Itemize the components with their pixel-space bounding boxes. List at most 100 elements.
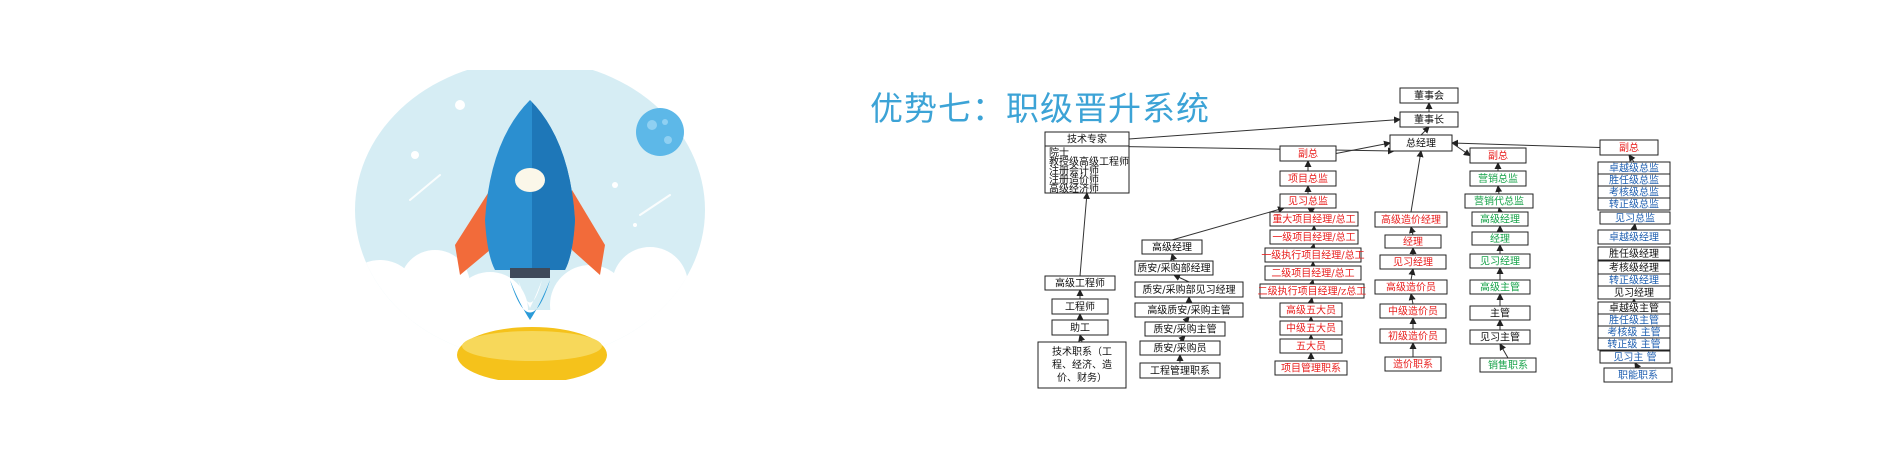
org-node-f-mgr5: 见习经理 (1597, 285, 1671, 300)
node-label: 中级五大员 (1286, 322, 1336, 335)
node-box (1469, 279, 1531, 295)
org-node-proj-dir: 项目总监 (1279, 170, 1337, 187)
node-box (1264, 247, 1362, 263)
connector-arrow (1409, 226, 1416, 236)
node-label: 高级经理 (1152, 241, 1192, 254)
org-node-sales-dir: 营销总监 (1469, 170, 1527, 187)
org-node-cost-intern-mgr: 见习经理 (1379, 254, 1447, 270)
connector-arrow (1408, 293, 1416, 305)
node-label: 技术专家 (1067, 133, 1107, 146)
org-node-pm-track: 项目管理职系 (1274, 360, 1348, 376)
connector-arrow (1178, 335, 1186, 343)
org-node-sales-intern-sup: 见习主管 (1469, 329, 1531, 345)
connector-arrow (1308, 279, 1315, 287)
node-box (1044, 145, 1130, 194)
page-title: 优势七：职级晋升系统 (870, 89, 1210, 128)
org-node-f-mgr4: 转正级经理 (1597, 273, 1671, 287)
node-label: 五大员 (1296, 340, 1326, 353)
node-box (1264, 265, 1362, 281)
node-box (1384, 356, 1442, 372)
connector-arrow (1170, 253, 1178, 262)
node-box (1597, 229, 1671, 245)
org-node-tech-track: 技术职系（工程、经济、造价、财务） (1037, 341, 1127, 389)
node-label: 销售职系 (1488, 359, 1528, 372)
node-label: 副总 (1488, 149, 1508, 162)
org-node-q-dept-mgr: 质安/采购部经理 (1134, 260, 1214, 276)
node-label: 考核级经理 (1609, 261, 1659, 274)
node-box (1379, 303, 1447, 319)
node-label-line: 注册造价师 (1049, 173, 1099, 186)
node-label-line: 教授级高级工程师 (1049, 155, 1129, 168)
node-label: 一级项目经理/总工 (1272, 231, 1355, 244)
node-label: 二级项目经理/总工 (1271, 267, 1354, 280)
node-label-line: 院士 (1049, 146, 1069, 159)
org-node-pm2: 二级项目经理/总工 (1264, 265, 1362, 281)
node-box (1134, 260, 1214, 276)
node-label: 高级经理 (1480, 213, 1520, 226)
org-node-f-mgr1: 卓越级经理 (1597, 229, 1671, 245)
rocket-launch-illustration (355, 70, 705, 380)
connector-arrow (1128, 116, 1401, 140)
node-label: 高级质安/采购主管 (1147, 304, 1230, 317)
org-node-q-senior-sup: 高级质安/采购主管 (1134, 302, 1244, 318)
node-label: 高级造价员 (1386, 281, 1436, 294)
node-box (1599, 211, 1671, 225)
connector-arrow (1410, 150, 1424, 213)
org-node-senior-eng: 高级工程师 (1044, 275, 1116, 291)
node-box (1374, 211, 1448, 228)
connector-arrow (1309, 243, 1316, 251)
node-label: 营销总监 (1478, 172, 1518, 185)
connector-arrow (1630, 223, 1638, 231)
connector-arrow (1634, 362, 1642, 370)
connector-arrow (1628, 154, 1636, 163)
connector-arrow (1499, 343, 1509, 359)
org-node-pm1: 一级项目经理/总工 (1269, 229, 1359, 245)
org-node-pm1-exec: 一级执行项目经理/总工 (1261, 247, 1365, 263)
node-label: 二级执行项目经理/z总工 (1258, 285, 1367, 298)
node-label: 转正级总监 (1609, 198, 1659, 211)
node-box (1259, 283, 1365, 299)
node-label: 初级造价员 (1388, 330, 1438, 343)
org-node-pm-major: 重大项目经理/总工 (1269, 211, 1359, 227)
node-label: 重大项目经理/总工 (1272, 213, 1355, 226)
node-label: 见习经理 (1614, 286, 1654, 299)
node-label: 质安/采购员 (1153, 342, 1206, 355)
node-label: 见习主管 (1480, 331, 1520, 344)
node-box (1269, 211, 1359, 227)
node-label-line: 程、经济、造 (1052, 358, 1112, 371)
node-label-line: 高级经济师 (1049, 182, 1099, 195)
connector-arrow (1420, 126, 1430, 136)
org-node-cost-mgr: 经理 (1384, 234, 1442, 249)
node-label: 卓越级经理 (1609, 231, 1659, 244)
connector-arrow (1497, 207, 1504, 215)
node-box (1134, 302, 1244, 318)
org-node-f-track: 职能职系 (1603, 367, 1673, 383)
node-label: 见习总监 (1615, 212, 1655, 225)
node-box (1599, 350, 1671, 364)
node-label: 卓越级总监 (1609, 162, 1659, 175)
node-box (1599, 139, 1659, 156)
org-node-f-dir2: 胜任级总监 (1597, 173, 1671, 187)
node-label: 转正级 主管 (1607, 338, 1660, 351)
org-node-f-dir3: 考核级总监 (1597, 185, 1671, 199)
node-label-line: 技术职系（工 (1052, 345, 1112, 358)
org-node-sales-track: 销售职系 (1479, 357, 1537, 373)
node-label: 卓越级主管 (1609, 302, 1659, 315)
org-node-five-senior: 高级五大员 (1279, 302, 1343, 318)
node-box (1597, 285, 1671, 300)
node-label: 胜任级主管 (1609, 314, 1659, 327)
org-node-f-sup3: 考核级 主管 (1597, 325, 1671, 339)
org-node-vp1: 副总 (1279, 145, 1337, 162)
org-node-f-dir5: 见习总监 (1599, 211, 1671, 225)
node-box (1379, 328, 1447, 344)
node-label: 见习经理 (1480, 255, 1520, 268)
org-node-sales-mgr: 经理 (1471, 231, 1529, 246)
node-box (1384, 234, 1442, 249)
org-node-vp2: 副总 (1469, 147, 1527, 164)
connector-arrow (1173, 274, 1190, 283)
org-node-q-senior-mgr: 高级经理 (1141, 239, 1203, 255)
node-label: 一级执行项目经理/总工 (1261, 249, 1364, 262)
org-node-sales-acting: 营销代总监 (1464, 193, 1534, 209)
node-label: 考核级 主管 (1607, 326, 1660, 339)
